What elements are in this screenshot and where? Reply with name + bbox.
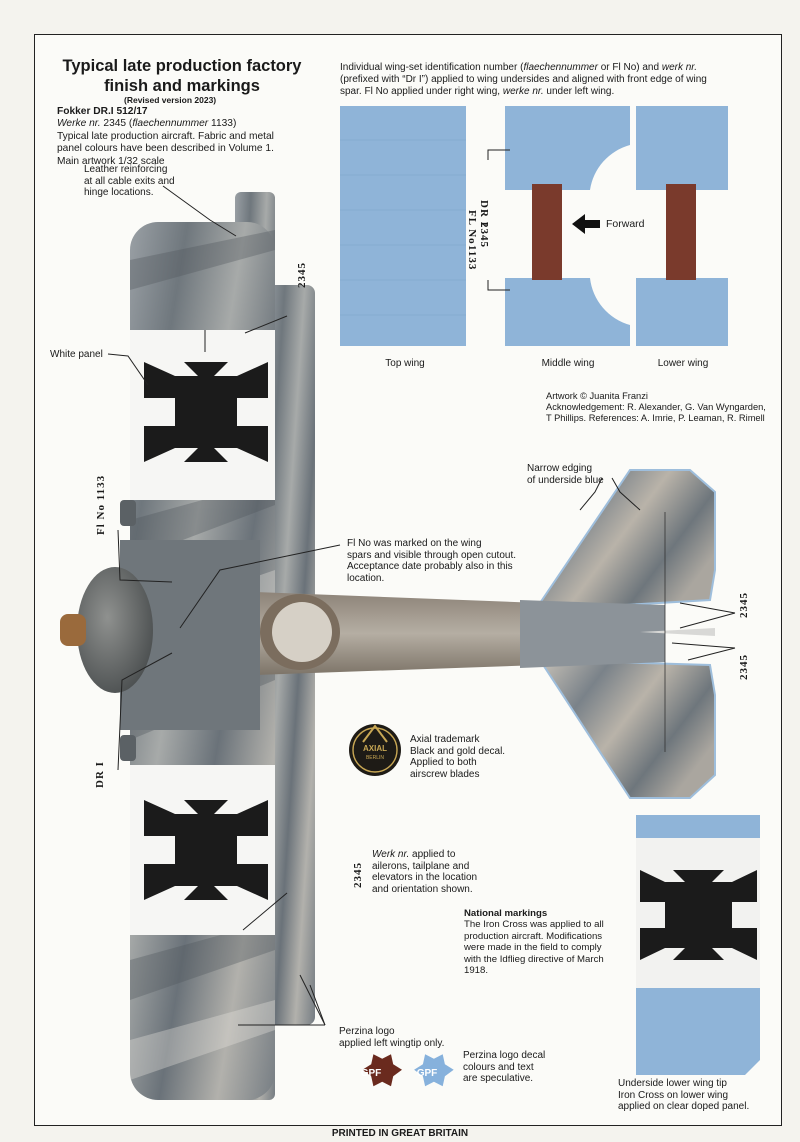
national-markings-note: National markings The Iron Cross was app… [464,908,604,977]
callout-perzina: Perzina logo applied left wingtip only. [339,1026,445,1049]
lower-wing-label: Lower wing [657,358,709,369]
strut-lower [666,184,696,280]
tail-center [520,600,665,668]
mark-1133-middle: 1133 [466,245,478,271]
callout-underside: Underside lower wing tip Iron Cross on l… [618,1078,750,1112]
middle-wing-detail [505,106,630,346]
axial-logo-text: AXIAL [363,744,387,753]
mark-flno-middle: FL No [466,210,478,245]
strut-middle [532,184,562,280]
wingset-note: Individual wing-set identification numbe… [340,62,707,97]
axial-logo-sub: BERLIN [365,755,385,761]
callout-narrow-edging: Narrow edging of underside blue [527,463,604,486]
forward-arrow-icon [572,214,600,234]
mark-2345-tail-upper: 2345 [738,592,750,618]
top-wing-detail [340,106,466,346]
gpf-logo-brown [362,1054,402,1087]
propeller-hub [60,614,86,646]
mark-2345-tail-lower: 2345 [738,654,750,680]
aircraft-model: Fokker DR.I 512/17 [57,106,148,117]
mark-dr-i: DR I [94,761,106,788]
callout-axial: Axial trademark Black and gold decal. Ap… [410,734,506,780]
gpf-text-brown: GPF [360,1068,382,1079]
tailplane-upper [539,469,716,612]
iron-cross-upper [144,362,268,462]
underside-wingtip [636,815,760,1075]
tailplane-lower [538,658,716,799]
iron-cross-lower [144,800,268,900]
cockpit [272,602,332,662]
callout-leather: Leather reinforcing at all cable exits a… [84,164,175,198]
callout-werk: Werk nr. applied to ailerons, tailplane … [372,849,478,895]
forward-label: Forward [606,218,645,230]
gpf-text-blue: GPF [416,1068,438,1079]
callout-lines [107,185,736,1026]
engine-cowl [77,567,153,693]
callout-white-panel: White panel [50,349,103,360]
page-title: Typical late production factory finish a… [62,57,302,95]
mark-2345-aileron: 2345 [352,862,364,888]
top-wing-label: Top wing [385,358,425,369]
aircraft-info: Fokker DR.I 512/17 Werke nr. 2345 (flaec… [57,106,274,167]
mark-2345-middle: 2345 [478,222,490,248]
middle-wing-label: Middle wing [541,358,595,369]
footer-printed: PRINTED IN GREAT BRITAIN [331,1128,469,1139]
gpf-logo-blue [414,1054,454,1087]
mark-2345-topwing: 2345 [296,262,308,288]
credits: Artwork © Juanita Franzi Acknowledgement… [546,391,766,424]
callout-perzina-decal: Perzina logo decal colours and text are … [463,1050,546,1084]
revision-note: (Revised version 2023) [124,95,217,105]
lower-wing-detail [636,106,728,346]
callout-flno: Fl No was marked on the wing spars and v… [347,538,516,584]
mark-flno-1133: Fl No 1133 [95,474,107,535]
axial-logo [349,724,401,776]
